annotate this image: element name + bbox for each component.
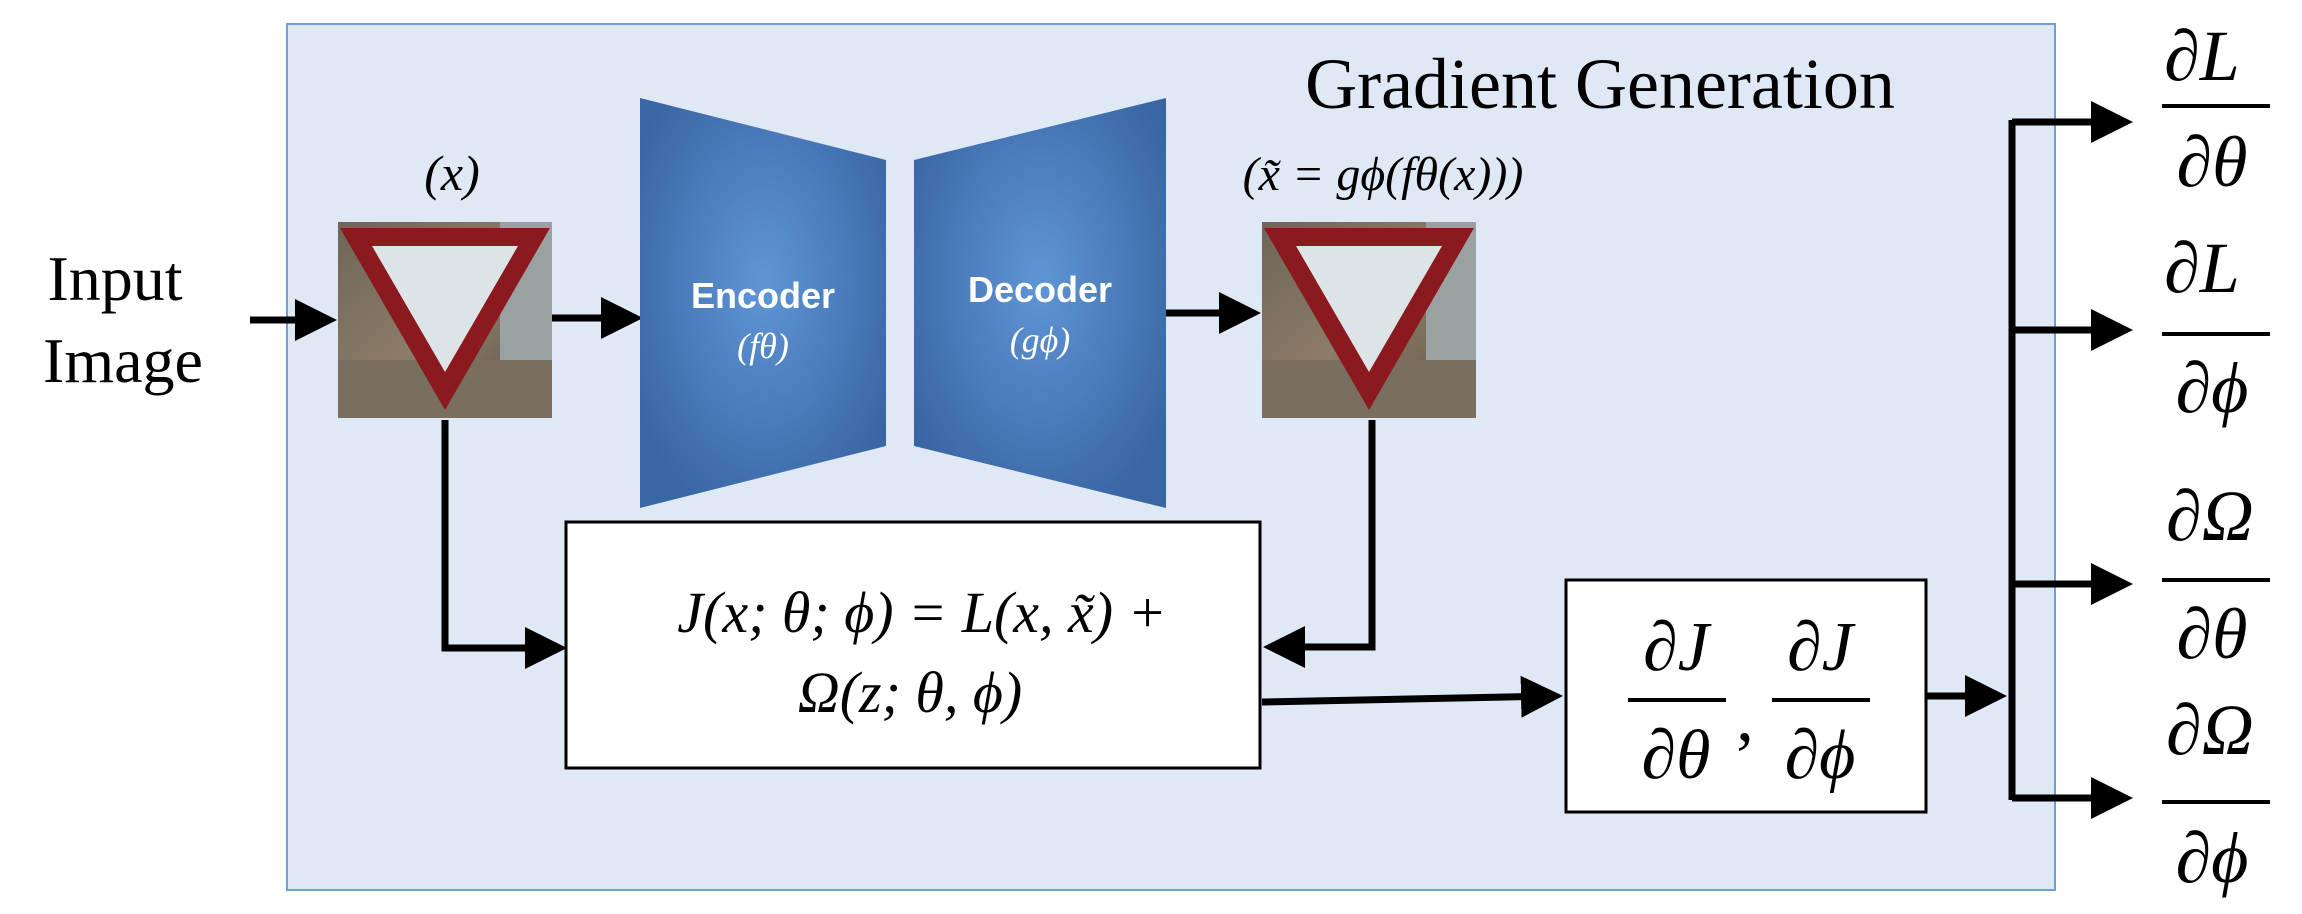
svg-text:∂θ: ∂θ — [2177, 122, 2248, 202]
arrow-objective-to-gradient — [1261, 675, 1563, 718]
svg-text:∂ϕ: ∂ϕ — [2176, 348, 2249, 428]
arrow-image-to-objective — [441, 420, 567, 669]
svg-text:∂Ω: ∂Ω — [2166, 476, 2254, 556]
svg-text:∂ϕ: ∂ϕ — [2176, 818, 2249, 898]
decoder-title: Decoder — [968, 269, 1112, 310]
gradient-den-2: ∂ϕ — [1785, 717, 1856, 794]
svg-text:∂θ: ∂θ — [2177, 594, 2248, 674]
svg-text:∂Ω: ∂Ω — [2166, 690, 2254, 770]
gradient-den-1: ∂θ — [1642, 717, 1711, 794]
encoder-symbol: (fθ) — [737, 326, 789, 366]
output-derivative-1: ∂L ∂θ — [2162, 16, 2270, 202]
arrow-reconstruction-to-objective — [1263, 420, 1376, 668]
encoder-block: Encoder (fθ) — [640, 98, 886, 508]
gradient-separator: , — [1736, 679, 1754, 756]
gradient-num-1: ∂J — [1643, 609, 1712, 686]
label-x: (x) — [424, 145, 480, 201]
output-derivative-4: ∂Ω ∂ϕ — [2162, 690, 2270, 898]
reconstructed-image — [1262, 222, 1476, 418]
svg-text:∂L: ∂L — [2164, 228, 2240, 308]
input-label-line2: Image — [43, 325, 203, 396]
input-image — [338, 222, 552, 418]
input-label-line1: Input — [47, 243, 182, 314]
objective-line1: J(x; θ; ϕ) = L(x, x̃) + — [677, 580, 1166, 645]
panel-title: Gradient Generation — [1305, 44, 1895, 124]
decoder-symbol: (gϕ) — [1010, 320, 1071, 360]
label-x-tilde: (x̃ = gϕ(fθ(x))) — [1243, 148, 1524, 201]
decoder-block: Decoder (gϕ) — [914, 98, 1166, 508]
encoder-title: Encoder — [691, 275, 835, 316]
output-derivative-3: ∂Ω ∂θ — [2162, 476, 2270, 674]
svg-text:∂L: ∂L — [2164, 16, 2240, 96]
output-derivative-2: ∂L ∂ϕ — [2162, 228, 2270, 428]
objective-box: J(x; θ; ϕ) = L(x, x̃) + Ω(z; θ, ϕ) — [564, 520, 1262, 770]
objective-line2: Ω(z; θ, ϕ) — [798, 660, 1022, 725]
gradient-box: ∂J ∂θ , ∂J ∂ϕ — [1564, 578, 1928, 814]
gradient-num-2: ∂J — [1787, 609, 1856, 686]
